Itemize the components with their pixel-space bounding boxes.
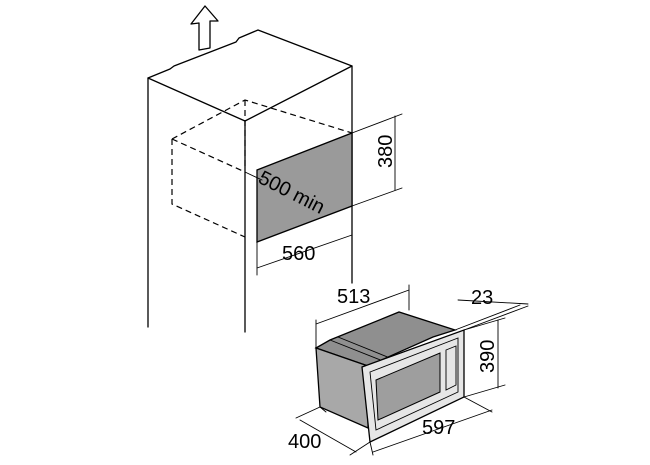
niche-height-label: 380 bbox=[375, 135, 397, 168]
niche-width-label: 560 bbox=[282, 243, 315, 265]
niche-dimension-lines bbox=[244, 113, 403, 276]
frame-width-label: 597 bbox=[422, 417, 455, 439]
frame-depth-label: 23 bbox=[471, 287, 493, 309]
oven-depth-label: 400 bbox=[288, 431, 321, 453]
up-arrow-icon bbox=[190, 5, 219, 51]
cabinet-column bbox=[147, 29, 353, 333]
oven-dimension-lines bbox=[295, 284, 529, 456]
hidden-niche-outline bbox=[171, 99, 353, 238]
oven-unit bbox=[314, 311, 465, 443]
oven-width-label: 513 bbox=[337, 286, 370, 308]
oven-window bbox=[375, 352, 441, 421]
oven-height-label: 390 bbox=[477, 340, 499, 373]
